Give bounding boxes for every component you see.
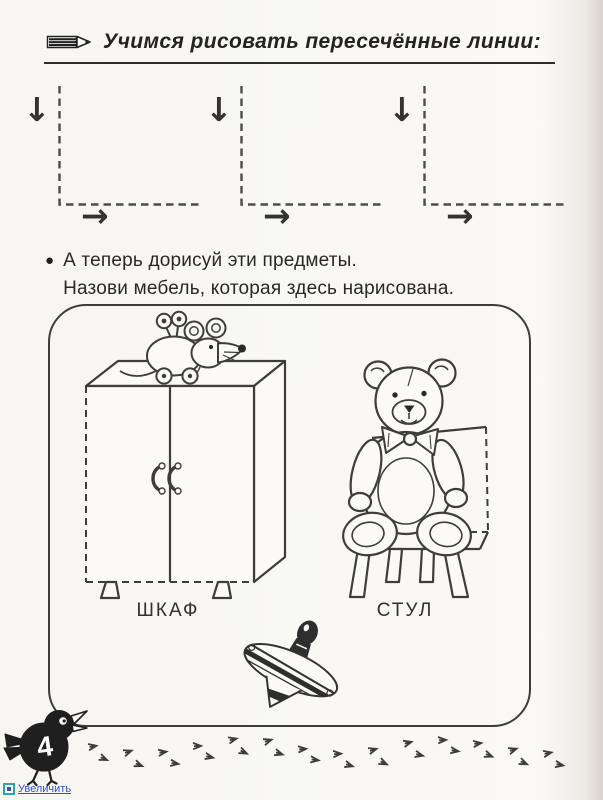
tracing-shape-3: ↓ → (386, 85, 568, 241)
right-arrow-icon: → (263, 196, 291, 235)
down-arrow-icon: ↓ (205, 90, 233, 129)
right-arrow-icon: → (81, 196, 109, 235)
activity-frame (48, 304, 531, 727)
bird-page-marker (3, 710, 88, 787)
tracing-shape-1: ↓ → (21, 85, 203, 241)
bullet-icon: ● (45, 252, 55, 269)
chair-label: СТУЛ (376, 600, 434, 621)
dashed-corner-line (423, 86, 565, 206)
dashed-corner-line (58, 86, 200, 206)
bird-footprints-decoration (87, 736, 566, 769)
down-arrow-icon: ↓ (23, 90, 51, 129)
enlarge-icon (3, 783, 15, 795)
spinning-top-drawing (240, 620, 340, 708)
teddy-bear-chair-drawing (342, 358, 489, 599)
page-title: Учимся рисовать пересечённые линии: (103, 30, 541, 53)
page-title-row: Учимся рисовать пересечённые линии: (44, 30, 555, 64)
dashed-corner-line (240, 86, 382, 206)
tracing-shape-2: ↓ → (203, 85, 385, 241)
enlarge-link[interactable]: Увеличить (3, 783, 71, 795)
enlarge-link-label: Увеличить (18, 783, 72, 795)
instruction-line-2: Назови мебель, которая здесь нарисована. (63, 278, 455, 299)
wardrobe-drawing (84, 359, 287, 600)
page-number: 4 (35, 730, 55, 763)
pencil-icon (46, 35, 91, 49)
task-instructions: ● А теперь дорисуй эти предметы. Назови … (45, 247, 454, 303)
toy-mouse-drawing (119, 310, 246, 385)
wardrobe-label: ШКАФ (136, 600, 200, 621)
instruction-line-1: А теперь дорисуй эти предметы. (63, 250, 357, 271)
down-arrow-icon: ↓ (388, 90, 416, 129)
right-arrow-icon: → (446, 196, 474, 235)
